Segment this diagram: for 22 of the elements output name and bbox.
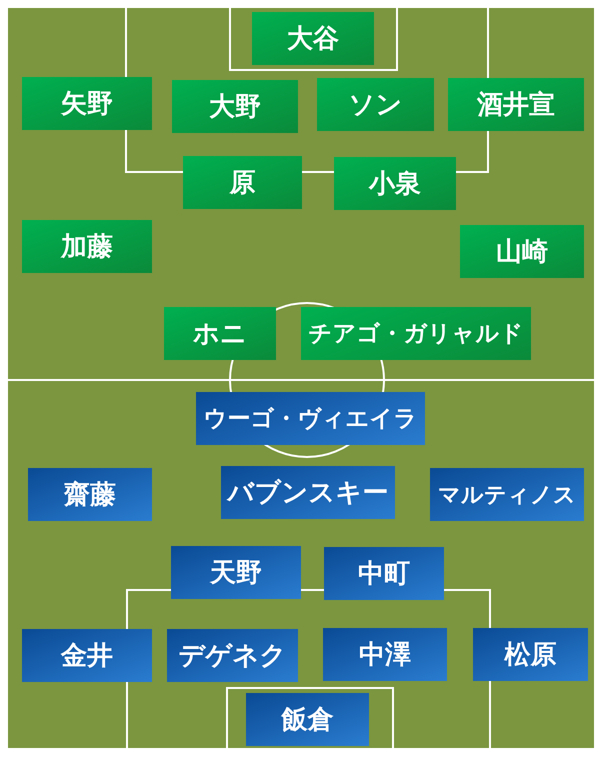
player-name-box: バブンスキー	[221, 466, 395, 519]
player-name-box: 矢野	[22, 77, 152, 130]
player-name-box: 松原	[473, 628, 588, 681]
player-name-box: デゲネク	[167, 629, 298, 682]
player-name-box: マルティノス	[430, 468, 584, 521]
player-name-box: 金井	[22, 629, 152, 682]
player-name-box: 山崎	[460, 225, 584, 278]
player-name-box: チアゴ・ガリャルド	[301, 307, 531, 360]
player-name-box: 小泉	[334, 157, 456, 210]
player-name-box: 齋藤	[28, 468, 152, 521]
player-name-box: ソン	[317, 78, 434, 131]
player-name-box: 飯倉	[246, 693, 369, 746]
player-name-box: 原	[183, 156, 302, 209]
player-name-box: 中澤	[323, 628, 447, 681]
player-name-box: 中町	[324, 547, 444, 600]
player-name-box: 加藤	[22, 220, 152, 273]
player-name-box: 大谷	[252, 12, 374, 65]
player-name-box: 酒井宣	[448, 78, 584, 131]
player-name-box: ホニ	[164, 307, 276, 360]
player-name-box: 天野	[171, 546, 301, 599]
player-name-box: ウーゴ・ヴィエイラ	[196, 392, 425, 445]
player-name-box: 大野	[172, 80, 298, 133]
